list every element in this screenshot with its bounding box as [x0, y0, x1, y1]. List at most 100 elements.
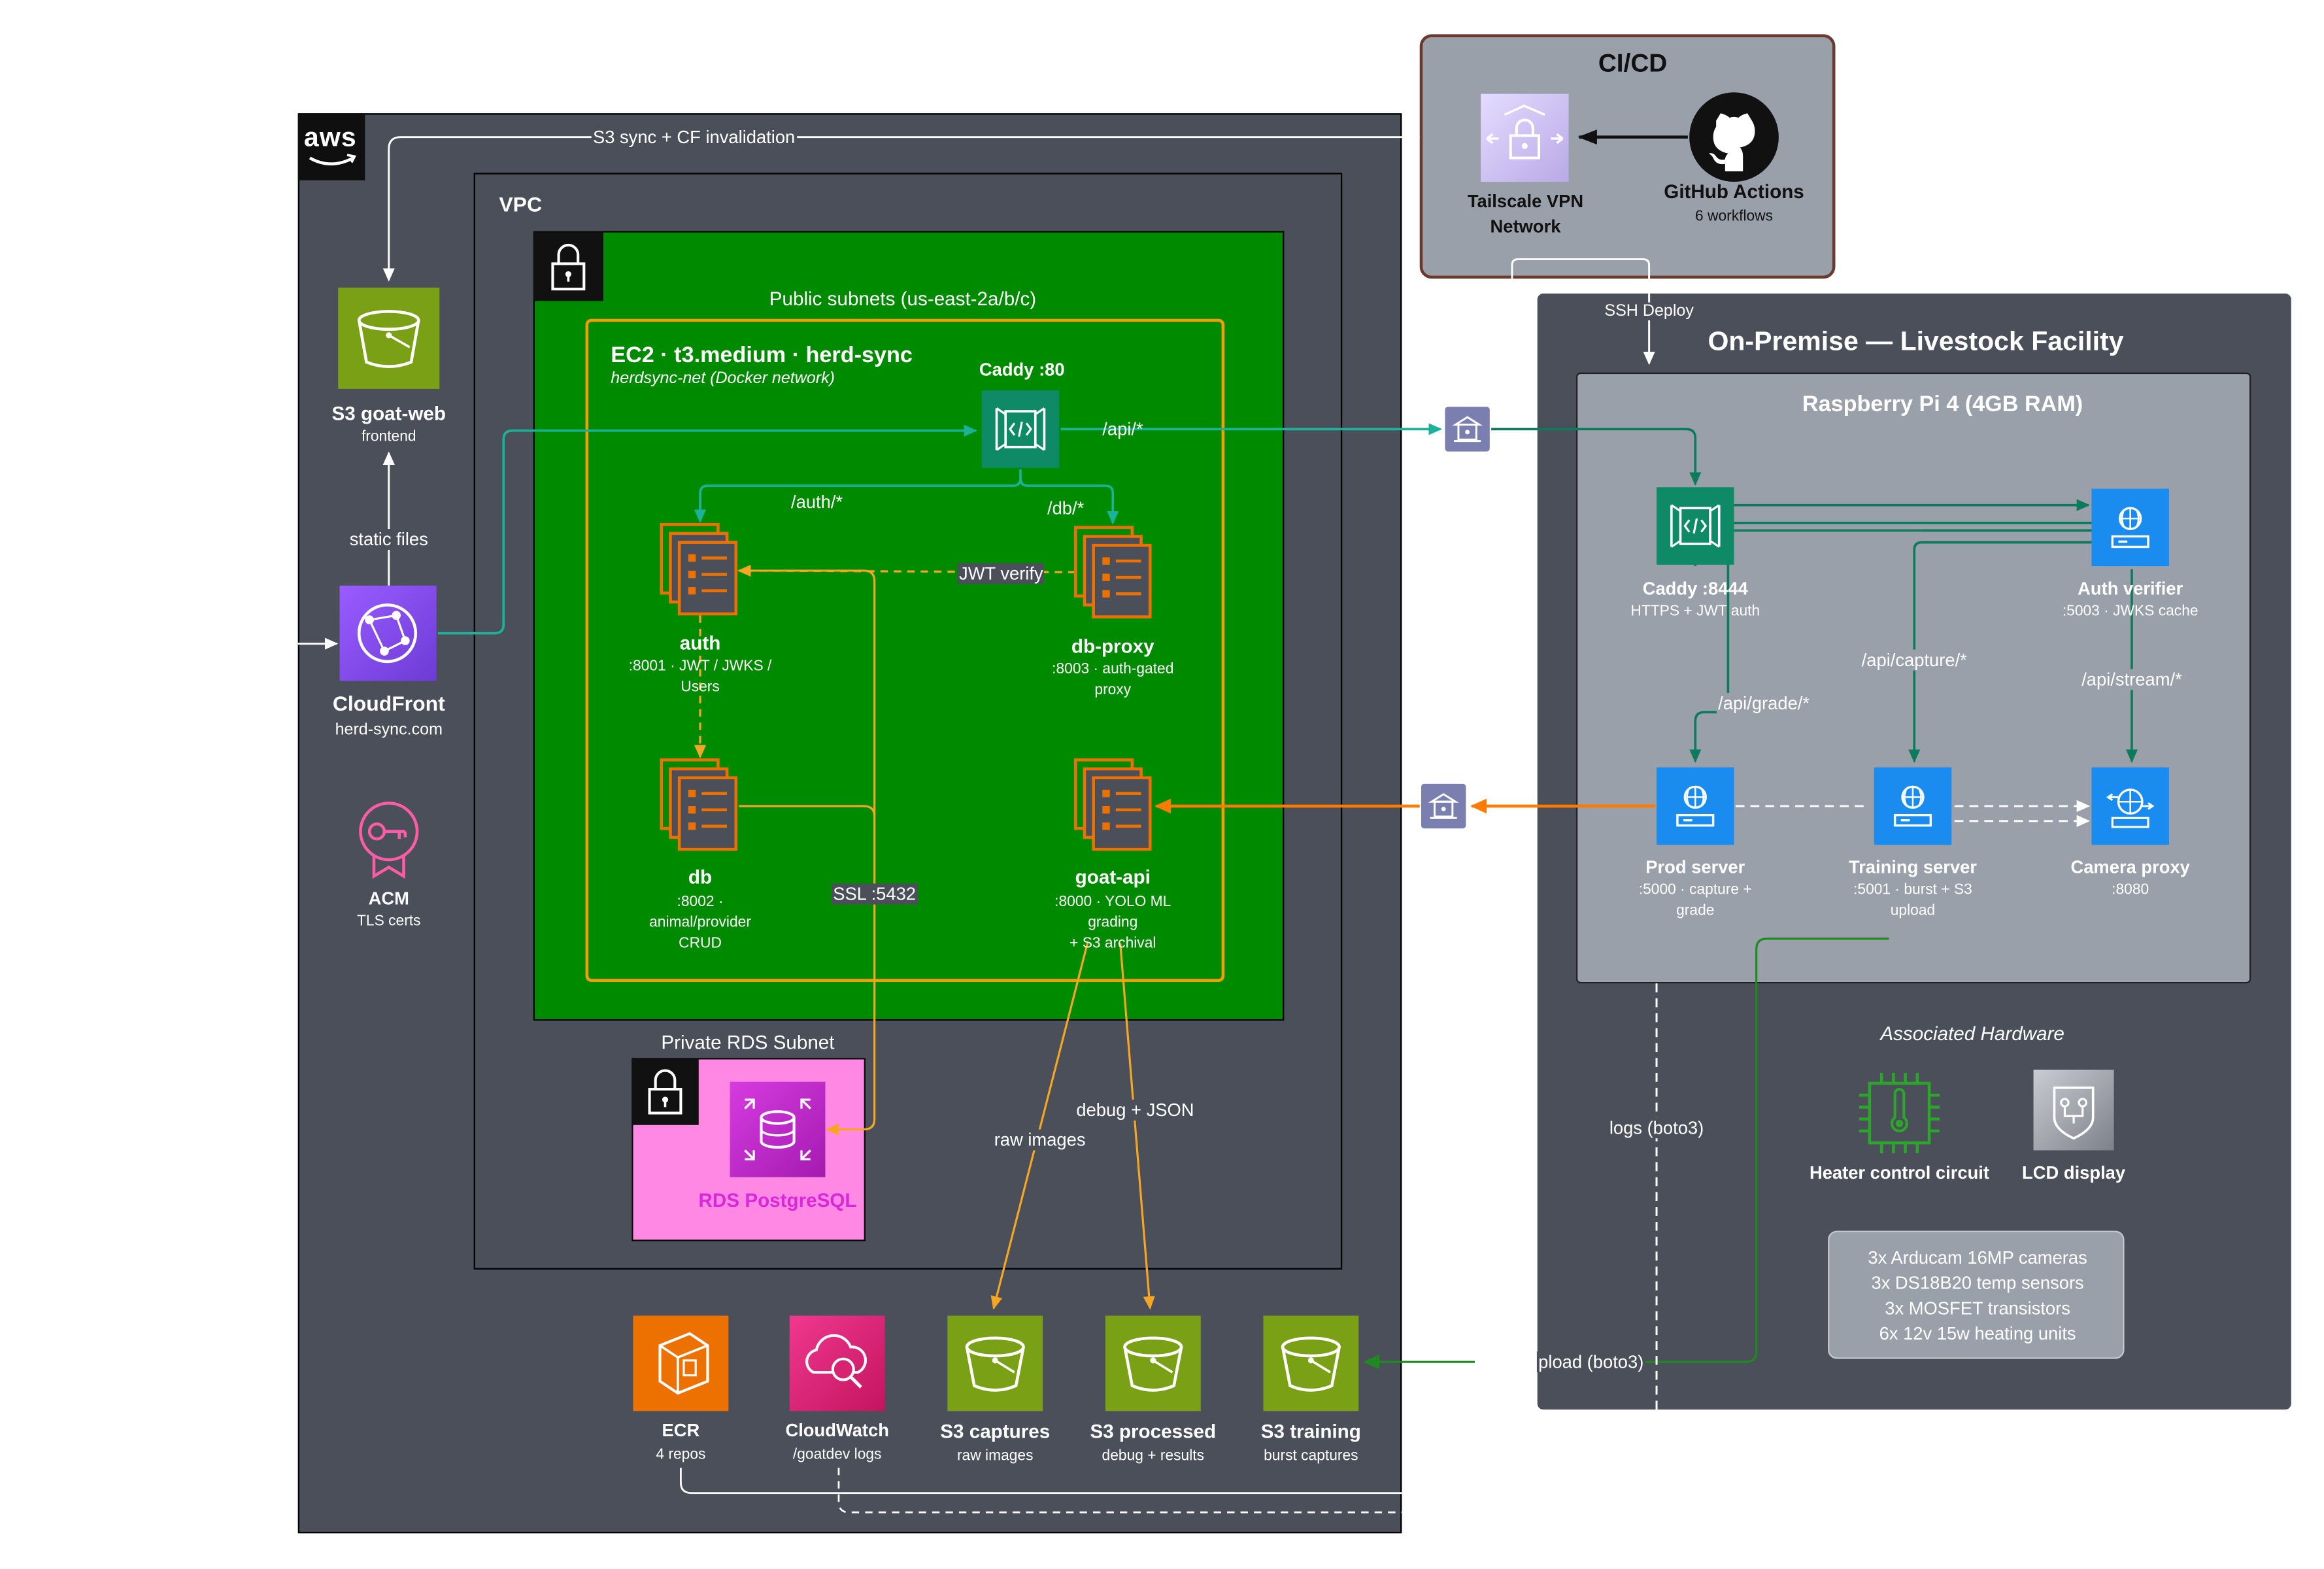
db-desc1: :8002 ·	[677, 894, 724, 911]
ecr-sub: 4 repos	[656, 1447, 706, 1464]
s3-processed-node[interactable]	[1105, 1315, 1201, 1411]
heater-label: Heater control circuit	[1809, 1162, 1989, 1183]
edge-label-auth: /auth/*	[791, 492, 843, 513]
aws-logo-text: aws	[303, 122, 357, 152]
cloudwatch-sub: /goatdev logs	[792, 1447, 882, 1464]
s3-goat-web-node[interactable]	[338, 287, 440, 389]
cloudwatch-label: CloudWatch	[785, 1420, 889, 1441]
acm-label: ACM	[368, 888, 409, 909]
auth-verifier-label: Auth verifier	[2078, 578, 2183, 599]
caddy8444-sub: HTTPS + JWT auth	[1630, 603, 1760, 620]
camera-proxy-node[interactable]	[2091, 767, 2169, 845]
bucket-icon	[1123, 1336, 1183, 1392]
gateway-lock-icon	[1428, 793, 1459, 819]
cloudwatch-node[interactable]	[789, 1315, 885, 1411]
github-sub: 6 workflows	[1694, 209, 1774, 226]
vpc-group	[473, 173, 1343, 1270]
globe-network-icon	[357, 603, 418, 664]
db-proxy-service-icon[interactable]	[1073, 524, 1156, 622]
ec2-group	[585, 318, 1225, 982]
db-label: db	[688, 866, 713, 888]
s3-training-sub: burst captures	[1264, 1448, 1358, 1465]
s3-training-node[interactable]	[1263, 1315, 1359, 1411]
return-gateway-node[interactable]	[1421, 783, 1466, 829]
s3-captures-node[interactable]	[947, 1315, 1043, 1411]
edge-label-db: /db/*	[1047, 498, 1085, 519]
caddy80-label: Caddy :80	[979, 359, 1065, 380]
vpn-lock-icon	[1486, 104, 1564, 160]
certificate-icon[interactable]	[352, 799, 426, 879]
database-icon	[744, 1098, 811, 1160]
caddy8444-label: Caddy :8444	[1642, 578, 1748, 599]
ec2-title: EC2 · t3.medium · herd-sync	[611, 343, 913, 368]
prod-server-node[interactable]	[1657, 767, 1734, 845]
db-desc3: CRUD	[679, 936, 722, 953]
training-server-node[interactable]	[1874, 767, 1952, 845]
cloudfront-node[interactable]	[339, 585, 437, 681]
hardware-list-item: 3x MOSFET transistors	[1885, 1298, 2070, 1319]
rds-postgresql-label: RDS PostgreSQL	[698, 1189, 857, 1211]
hardware-title: Associated Hardware	[1880, 1022, 2064, 1045]
auth-desc2: Users	[681, 679, 720, 696]
edge-label-stream: /api/stream/*	[2080, 669, 2183, 690]
lock-icon	[551, 243, 586, 291]
prod-server-sub1: :5000 · capture +	[1638, 882, 1752, 899]
training-server-sub2: upload	[1890, 903, 1936, 920]
db-service-icon[interactable]	[658, 757, 742, 855]
auth-label: auth	[679, 632, 721, 654]
globe-server-icon	[1676, 785, 1715, 827]
auth-verifier-sub: :5003 · JWKS cache	[2062, 603, 2198, 620]
edge-label-jwt-verify: JWT verify	[957, 563, 1045, 584]
prod-server-label: Prod server	[1645, 856, 1745, 878]
s3-captures-sub: raw images	[956, 1448, 1034, 1465]
s3-goat-web-label: S3 goat-web	[331, 402, 446, 425]
globe-server-icon	[2111, 507, 2149, 548]
cloud-search-icon	[805, 1334, 867, 1389]
lcd-display-node[interactable]	[2033, 1070, 2114, 1151]
onprem-title: On-Premise — Livestock Facility	[1708, 326, 2124, 356]
display-shield-icon	[2053, 1086, 2095, 1140]
s3-processed-sub: debug + results	[1102, 1448, 1205, 1465]
db-proxy-label: db-proxy	[1071, 634, 1154, 658]
code-gateway-icon	[995, 407, 1046, 451]
edge-label-debug-json: debug + JSON	[1075, 1100, 1196, 1121]
hardware-list-item: 3x Arducam 16MP cameras	[1868, 1247, 2087, 1268]
vpc-title: VPC	[499, 192, 543, 216]
auth-service-icon[interactable]	[658, 522, 742, 620]
db-desc2: animal/provider	[649, 915, 751, 932]
aws-logo: aws	[297, 113, 365, 180]
hardware-list-item: 3x DS18B20 temp sensors	[1871, 1272, 2084, 1294]
lock-icon	[648, 1069, 682, 1115]
db-proxy-desc2: proxy	[1094, 682, 1132, 699]
public-subnet-lock-badge	[533, 231, 603, 301]
edge-label-api: /api/*	[1102, 418, 1143, 440]
api-gateway-node[interactable]	[1445, 407, 1490, 452]
acm-sub: TLS certs	[357, 913, 421, 930]
tailscale-vpn-node[interactable]	[1481, 93, 1569, 182]
tailscale-label-1: Tailscale VPN	[1467, 190, 1584, 212]
ecr-node[interactable]	[633, 1315, 729, 1411]
hardware-list-item: 6x 12v 15w heating units	[1879, 1323, 2076, 1344]
training-server-sub1: :5001 · burst + S3	[1853, 882, 1972, 899]
camera-proxy-label: Camera proxy	[2070, 856, 2190, 878]
ecr-label: ECR	[662, 1420, 700, 1441]
ec2-subtitle: herdsync-net (Docker network)	[611, 369, 835, 388]
github-label: GitHub Actions	[1664, 180, 1804, 203]
goat-api-service-icon[interactable]	[1073, 757, 1156, 855]
caddy8444-node[interactable]	[1657, 487, 1734, 565]
auth-desc1: :8001 · JWT / JWKS /	[628, 658, 772, 675]
thermometer-chip-icon[interactable]	[1856, 1070, 1942, 1156]
caddy80-node[interactable]	[981, 390, 1060, 468]
camera-proxy-sub: :8080	[2112, 882, 2149, 899]
rds-postgresql-node[interactable]	[730, 1081, 826, 1177]
hardware-list-box: 3x Arducam 16MP cameras 3x DS18B20 temp …	[1828, 1230, 2125, 1359]
goat-api-desc3: + S3 archival	[1069, 936, 1156, 953]
prod-server-sub2: grade	[1676, 903, 1715, 920]
github-icon[interactable]	[1688, 91, 1780, 183]
globe-server-icon	[1893, 785, 1932, 827]
pi-title: Raspberry Pi 4 (4GB RAM)	[1802, 392, 2083, 418]
edge-label-capture: /api/capture/*	[1860, 649, 1969, 671]
training-server-label: Training server	[1848, 856, 1978, 878]
container-registry-icon	[658, 1332, 709, 1395]
auth-verifier-node[interactable]	[2091, 488, 2169, 567]
